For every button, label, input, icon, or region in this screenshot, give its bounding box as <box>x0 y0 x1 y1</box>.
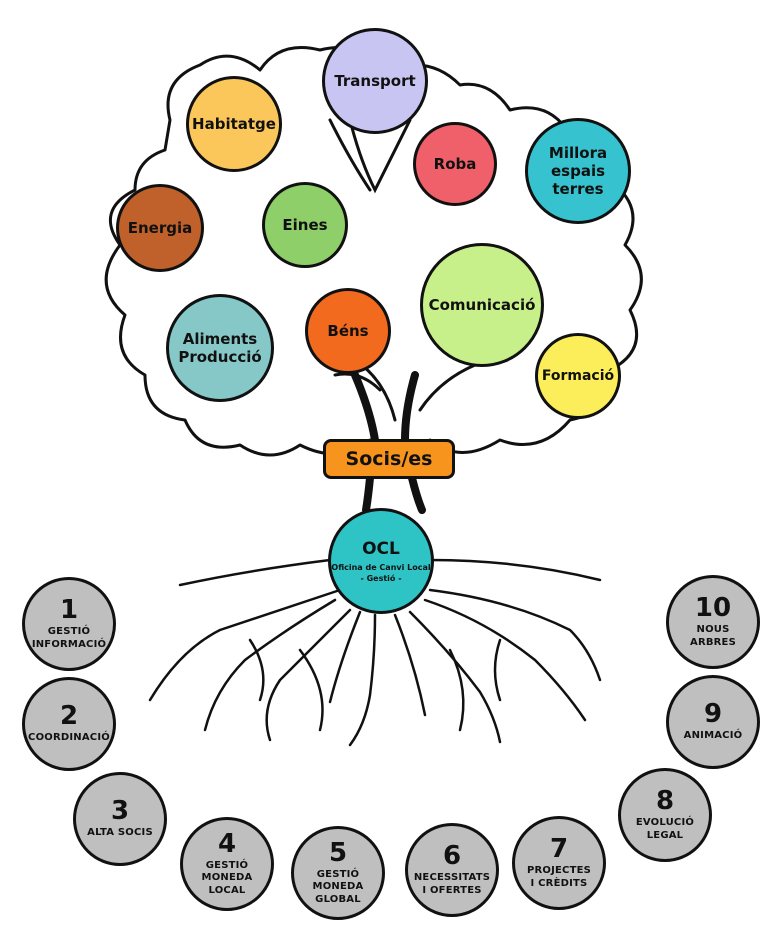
branch-energia: Energia <box>116 184 204 272</box>
step-label: EVOLUCIÓ LEGAL <box>635 817 695 841</box>
branch-eines-label: Eines <box>282 216 328 234</box>
step-8: 8 EVOLUCIÓ LEGAL <box>618 768 712 862</box>
step-label: GESTIÓ INFORMACIÓ <box>31 626 107 650</box>
step-7: 7 PROJECTES I CRÈDITS <box>512 816 606 910</box>
step-label: ANIMACIÓ <box>683 730 743 742</box>
branch-transport: Transport <box>322 28 428 134</box>
branch-formacio: Formació <box>535 333 621 419</box>
step-2: 2 COORDINACIÓ <box>22 677 116 771</box>
step-number: 10 <box>694 593 732 623</box>
branch-comunicacio: Comunicació <box>420 243 544 367</box>
branch-roba-label: Roba <box>433 155 477 173</box>
root-subtitle: Oficina de Canvi Local <box>331 563 431 572</box>
step-number: 2 <box>59 701 79 732</box>
branch-habitatge-label: Habitatge <box>192 115 276 133</box>
step-1: 1 GESTIÓ INFORMACIÓ <box>22 577 116 671</box>
step-number: 7 <box>549 834 569 864</box>
branch-eines: Eines <box>262 182 348 268</box>
trunk-label-box: Socis/es <box>323 439 455 479</box>
step-3: 3 ALTA SOCIS <box>73 772 167 866</box>
step-label: NECESSITATS I OFERTES <box>413 872 491 896</box>
tree-trunk <box>351 371 426 514</box>
root-note: - Gestió - <box>360 574 402 583</box>
branch-formacio-label: Formació <box>541 367 615 384</box>
branch-transport-label: Transport <box>334 72 416 90</box>
step-9: 9 ANIMACIÓ <box>666 675 760 769</box>
step-number: 8 <box>655 786 675 816</box>
branch-comunicacio-label: Comunicació <box>428 296 536 314</box>
branch-bens: Béns <box>305 288 391 374</box>
step-number: 4 <box>217 828 237 859</box>
root-title: OCL <box>362 539 400 559</box>
step-label: COORDINACIÓ <box>28 732 110 744</box>
step-5: 5 GESTIÓ MONEDA GLOBAL <box>291 826 385 920</box>
step-label: NOUS ARBRES <box>690 624 736 648</box>
step-number: 5 <box>328 837 348 868</box>
branch-millora: Millora espais terres <box>525 118 631 224</box>
step-label: PROJECTES I CRÈDITS <box>526 865 592 889</box>
trunk-label: Socis/es <box>345 448 433 470</box>
step-10: 10 NOUS ARBRES <box>666 575 760 669</box>
root-ocl: OCL Oficina de Canvi Local - Gestió - <box>328 508 434 614</box>
branch-bens-label: Béns <box>327 322 369 340</box>
step-6: 6 NECESSITATS I OFERTES <box>405 823 499 917</box>
step-label: GESTIÓ MONEDA LOCAL <box>201 859 253 896</box>
branch-aliments-label: Aliments Producció <box>178 330 262 366</box>
branch-millora-label: Millora espais terres <box>548 144 608 198</box>
step-label: ALTA SOCIS <box>87 827 153 839</box>
branch-aliments: Aliments Producció <box>166 294 274 402</box>
step-number: 1 <box>59 595 79 625</box>
branch-habitatge: Habitatge <box>186 76 282 172</box>
step-4: 4 GESTIÓ MONEDA LOCAL <box>180 817 274 911</box>
branch-energia-label: Energia <box>127 219 193 237</box>
tree-roots <box>148 558 602 747</box>
step-number: 3 <box>110 796 130 827</box>
step-number: 9 <box>703 699 723 730</box>
branch-roba: Roba <box>413 122 497 206</box>
step-number: 6 <box>442 841 462 871</box>
step-label: GESTIÓ MONEDA GLOBAL <box>312 868 364 905</box>
